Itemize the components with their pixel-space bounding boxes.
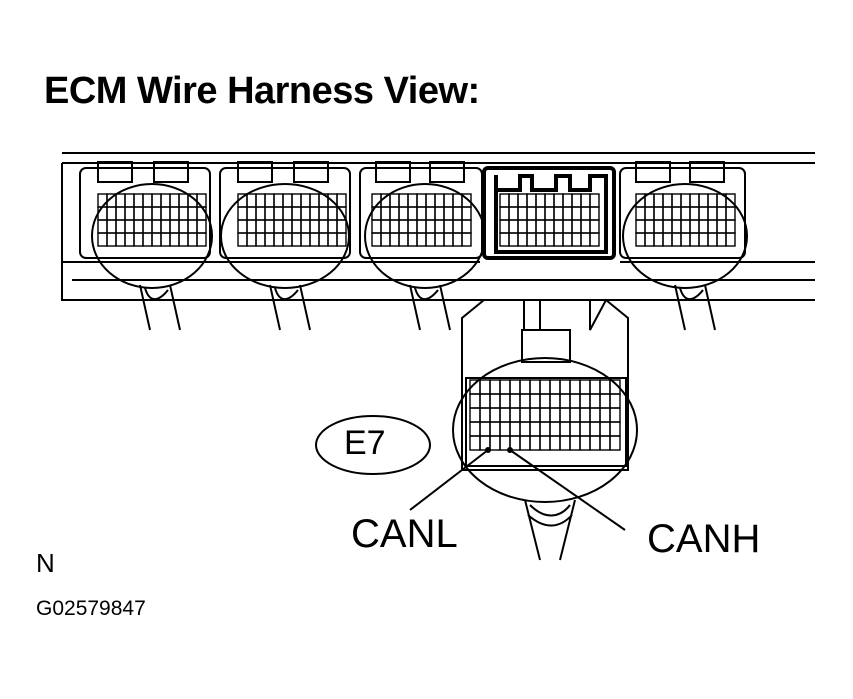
canh-pin-dot [507,447,513,453]
pin-grid-1 [97,193,207,247]
harness-loop-2 [220,183,350,289]
ecm-connector-3 [359,161,483,259]
pin-grid-5 [635,193,736,247]
pin-grid-2 [237,193,347,247]
e7-face [465,377,627,467]
wire-bundle-1 [139,284,181,331]
wire-bundle-2 [269,284,311,331]
e7-wire-bundle [524,499,576,561]
e7-label-bubble [315,415,431,475]
wire-bundle-5 [674,284,716,331]
harness-loop-3 [364,183,486,289]
ecm-connector-5 [619,161,746,259]
corner-mark: N [36,548,55,578]
figure-code: G02579847 [36,597,146,620]
pin-grid-e7 [469,379,621,451]
e7-latch [521,329,571,363]
canh-leader [509,449,626,531]
ecm-housing [61,152,815,301]
pin-grids [97,193,736,451]
page-title: ECM Wire Harness View: [44,70,480,112]
harness-loop-1 [91,183,213,289]
ecm-connector-2 [219,161,351,259]
canl-label: CANL [351,512,458,556]
connector-id-label: E7 [344,424,386,462]
e7-harness-loop [452,357,638,503]
pin-grid-4 [499,193,600,247]
harness-loop-5 [622,183,748,289]
ecm-connector-4-highlight [482,166,616,260]
canh-label: CANH [647,517,761,561]
pin-grid-3 [371,193,472,247]
wire-bundle-3 [409,284,451,331]
e7-connector-shell [461,298,629,471]
canl-pin-dot [485,447,491,453]
ecm-connector-1 [79,161,211,259]
canl-leader [409,449,489,511]
